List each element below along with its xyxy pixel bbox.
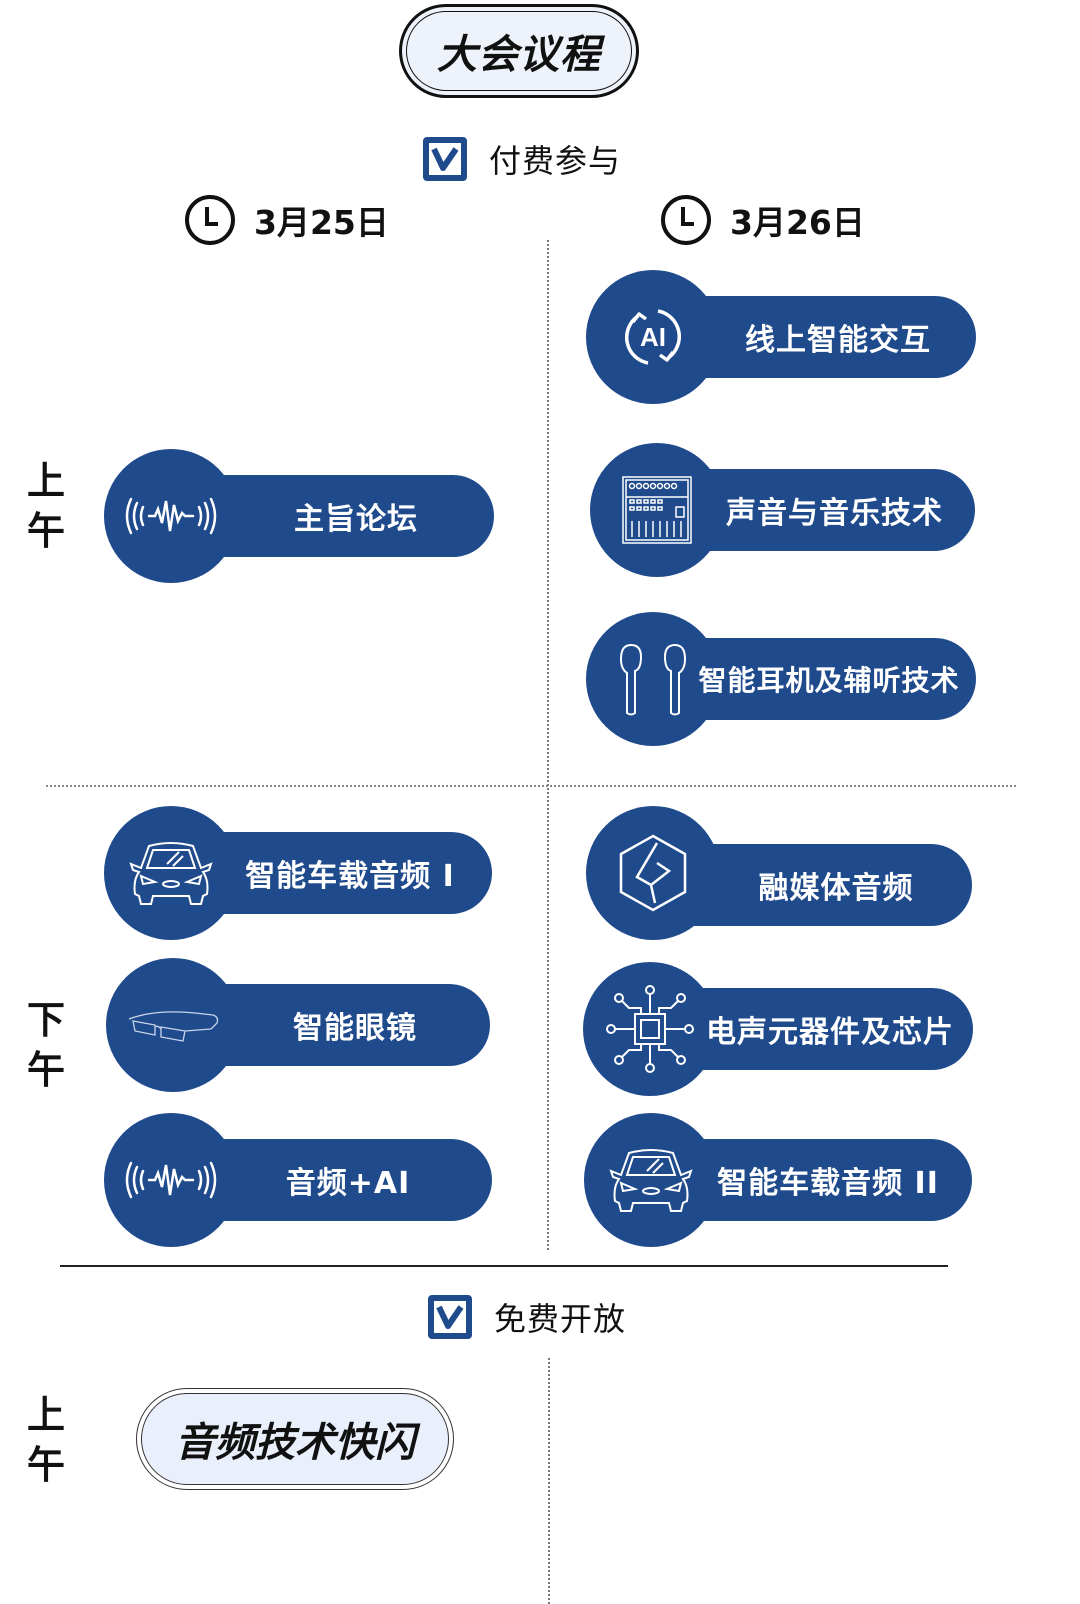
smart-glasses-icon — [128, 1011, 219, 1042]
session-car-audio-2[interactable]: 智能车载音频 II — [584, 1113, 972, 1247]
session-media-audio[interactable]: 融媒体音频 — [586, 806, 972, 940]
paid-section-label: 付费参与 — [489, 142, 622, 180]
session-audio-ai[interactable]: 音频+AI — [104, 1113, 492, 1247]
mixing-console-icon — [622, 476, 692, 544]
clock-icon — [185, 195, 235, 245]
agenda-title-text: 大会议程 — [437, 32, 601, 78]
date-day2: 3月26日 — [660, 194, 865, 246]
session-online-interaction[interactable]: AI 线上智能交互 — [586, 270, 976, 404]
ai-cycle-icon: AI — [624, 309, 682, 365]
car-icon — [129, 842, 213, 905]
period-morning: 上 午 — [26, 1393, 65, 1487]
session-sound-music-tech[interactable]: 声音与音乐技术 — [590, 443, 975, 577]
session-electroacoustic-chips[interactable]: 电声元器件及芯片 — [583, 962, 973, 1096]
earbuds-icon — [619, 643, 687, 716]
chip-icon — [606, 985, 694, 1073]
svg-text:AI: AI — [640, 322, 666, 352]
session-audio-tech-flash[interactable]: 音频技术快闪 — [136, 1388, 454, 1490]
hexagon-media-icon — [619, 834, 687, 912]
agenda-title: 大会议程 — [399, 4, 639, 98]
sound-wave-icon — [125, 1161, 217, 1199]
car-icon — [609, 1149, 693, 1212]
free-section-label: 免费开放 — [494, 1300, 627, 1338]
session-smart-earphones[interactable]: 智能耳机及辅听技术 — [586, 612, 976, 746]
column-divider — [547, 240, 549, 1250]
sound-wave-icon — [125, 497, 217, 535]
checkbox-icon — [423, 137, 467, 181]
clock-icon — [661, 195, 711, 245]
session-smart-glasses[interactable]: 智能眼镜 — [106, 958, 490, 1092]
session-car-audio-1[interactable]: 智能车载音频 I — [104, 806, 492, 940]
period-morning: 上 午 — [26, 459, 65, 553]
period-afternoon: 下 午 — [26, 998, 65, 1092]
session-keynote-forum[interactable]: 主旨论坛 — [104, 449, 494, 583]
period-divider — [46, 785, 1016, 787]
date-day1: 3月25日 — [184, 194, 389, 246]
section-divider — [60, 1265, 948, 1267]
paid-section-header: 付费参与 — [423, 136, 621, 182]
checkbox-icon — [428, 1295, 472, 1339]
date-label: 3月25日 — [254, 203, 389, 242]
flash-session-label: 音频技术快闪 — [175, 1420, 415, 1466]
column-divider — [548, 1358, 550, 1604]
date-label: 3月26日 — [730, 203, 865, 242]
free-section-header: 免费开放 — [428, 1294, 626, 1340]
